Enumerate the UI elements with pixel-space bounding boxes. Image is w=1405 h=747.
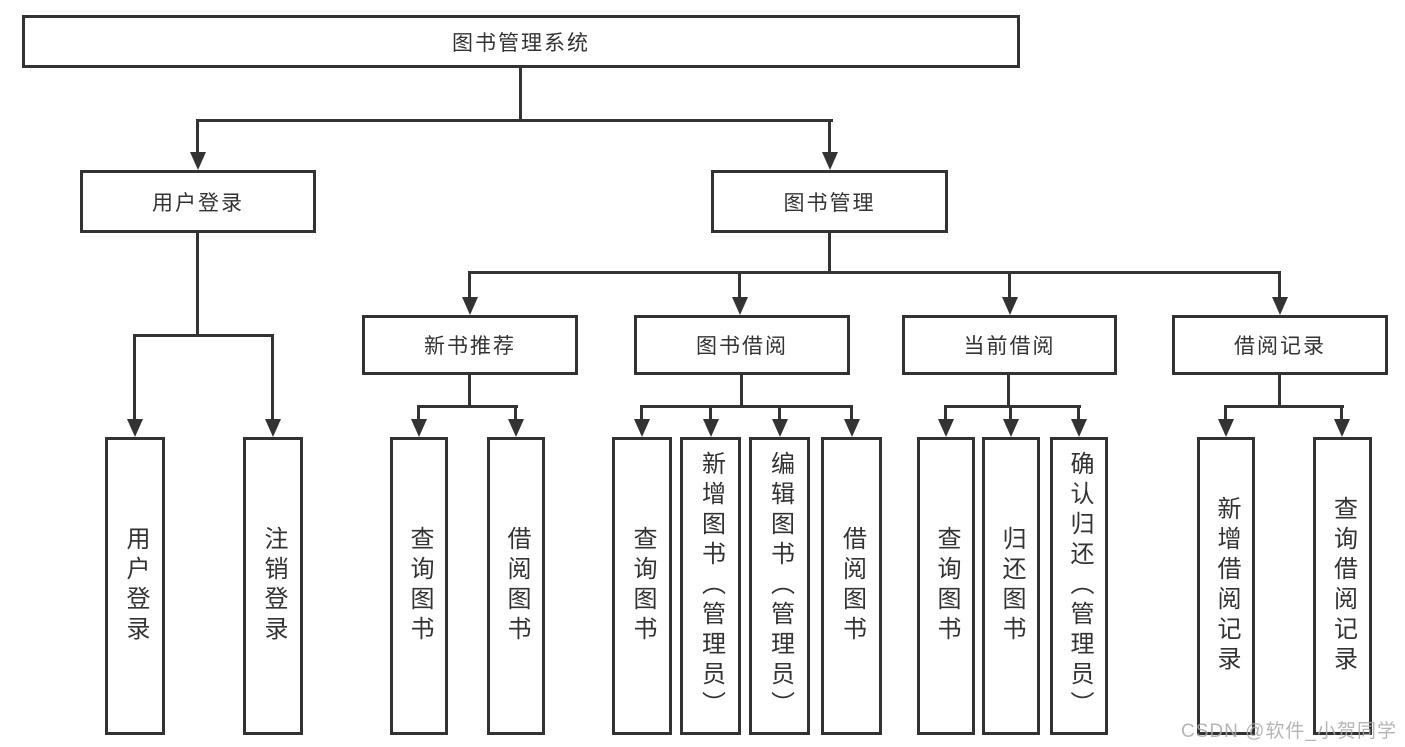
- node-label: 编辑图书（管理员）: [766, 451, 794, 721]
- node-label: 借阅图书: [838, 526, 866, 646]
- connector-line: [196, 233, 199, 337]
- connector-line: [1077, 405, 1080, 421]
- leaf-logout: 注销登录: [243, 437, 303, 735]
- connector-line: [1278, 271, 1281, 299]
- connector-line: [778, 405, 781, 421]
- connector-line: [514, 405, 517, 421]
- node-label: 图书管理: [783, 191, 876, 215]
- arrowhead-icon: [462, 297, 478, 315]
- node-current-borrowing: 当前借阅: [902, 315, 1117, 375]
- connector-line: [828, 119, 831, 154]
- node-label: 查询图书: [629, 526, 656, 646]
- node-label: 借阅图书: [503, 526, 530, 646]
- connector-line: [1278, 375, 1281, 408]
- arrowhead-icon: [1002, 297, 1018, 315]
- arrowhead-icon: [1272, 297, 1288, 315]
- leaf-query-books-borrowing: 查询图书: [612, 437, 672, 735]
- connector-line: [468, 271, 1281, 274]
- connector-line: [640, 405, 853, 408]
- connector-line: [944, 405, 1081, 408]
- connector-line: [271, 334, 274, 420]
- connector-line: [519, 68, 522, 121]
- node-label: 新书推荐: [424, 335, 516, 358]
- connector-line: [196, 119, 833, 122]
- leaf-edit-book-admin: 编辑图书（管理员）: [749, 437, 810, 735]
- node-label: 查询图书: [406, 526, 433, 646]
- arrowhead-icon: [822, 152, 838, 170]
- node-label: 归还图书: [998, 526, 1025, 646]
- arrowhead-icon: [1003, 419, 1019, 437]
- node-book-management: 图书管理: [711, 170, 948, 233]
- leaf-borrow-books-borrowing: 借阅图书: [821, 437, 882, 735]
- connector-line: [640, 405, 643, 421]
- arrowhead-icon: [127, 419, 143, 437]
- connector-line: [417, 405, 420, 421]
- leaf-query-borrow-record: 查询借阅记录: [1313, 437, 1372, 735]
- arrowhead-icon: [1334, 419, 1350, 437]
- connector-line: [1224, 405, 1227, 421]
- leaf-query-books-recommend: 查询图书: [390, 437, 448, 735]
- arrowhead-icon: [772, 419, 788, 437]
- connector-line: [740, 375, 743, 408]
- watermark-text: CSDN @软件_小贺同学: [1181, 721, 1397, 742]
- node-label: 新增图书（管理员）: [697, 451, 725, 721]
- connector-line: [828, 233, 831, 274]
- arrowhead-icon: [190, 152, 206, 170]
- connector-line: [738, 271, 741, 299]
- node-label: 注销登录: [260, 526, 287, 646]
- node-library-management-system: 图书管理系统: [22, 15, 1020, 68]
- node-label: 查询借阅记录: [1329, 496, 1357, 676]
- leaf-query-books-current: 查询图书: [917, 437, 975, 735]
- connector-line: [1009, 405, 1012, 421]
- connector-line: [133, 334, 274, 337]
- leaf-add-book-admin: 新增图书（管理员）: [680, 437, 741, 735]
- connector-line: [196, 119, 199, 154]
- connector-line: [1007, 375, 1010, 408]
- arrowhead-icon: [703, 419, 719, 437]
- node-label: 新增借阅记录: [1213, 496, 1240, 676]
- leaf-add-borrow-record: 新增借阅记录: [1197, 437, 1255, 735]
- connector-line: [1224, 405, 1344, 408]
- arrowhead-icon: [634, 419, 650, 437]
- leaf-borrow-books-recommend: 借阅图书: [487, 437, 545, 735]
- connector-line: [850, 405, 853, 421]
- node-label: 借阅记录: [1234, 335, 1326, 358]
- connector-line: [133, 334, 136, 420]
- connector-line: [709, 405, 712, 421]
- arrowhead-icon: [508, 419, 524, 437]
- arrowhead-icon: [265, 419, 281, 437]
- arrowhead-icon: [844, 419, 860, 437]
- node-label: 图书借阅: [696, 335, 788, 358]
- arrowhead-icon: [938, 419, 954, 437]
- arrowhead-icon: [411, 419, 427, 437]
- node-label: 查询图书: [933, 526, 960, 646]
- leaf-confirm-return-admin: 确认归还（管理员）: [1050, 437, 1108, 735]
- arrowhead-icon: [1218, 419, 1234, 437]
- connector-line: [468, 375, 471, 408]
- leaf-user-login: 用户登录: [105, 437, 165, 735]
- node-book-borrowing: 图书借阅: [634, 315, 850, 375]
- leaf-return-book: 归还图书: [982, 437, 1040, 735]
- node-label: 确认归还（管理员）: [1066, 451, 1093, 721]
- connector-line: [417, 405, 518, 408]
- node-new-book-recommend: 新书推荐: [362, 315, 578, 375]
- node-label: 用户登录: [122, 526, 149, 646]
- connector-line: [1340, 405, 1343, 421]
- node-label: 当前借阅: [963, 335, 1056, 358]
- node-borrowing-records: 借阅记录: [1172, 315, 1388, 375]
- node-label: 图书管理系统: [452, 31, 590, 55]
- connector-line: [1008, 271, 1011, 299]
- arrowhead-icon: [1071, 419, 1087, 437]
- connector-line: [468, 271, 471, 299]
- node-label: 用户登录: [152, 191, 244, 215]
- arrowhead-icon: [732, 297, 748, 315]
- node-user-login: 用户登录: [80, 170, 316, 233]
- connector-line: [944, 405, 947, 421]
